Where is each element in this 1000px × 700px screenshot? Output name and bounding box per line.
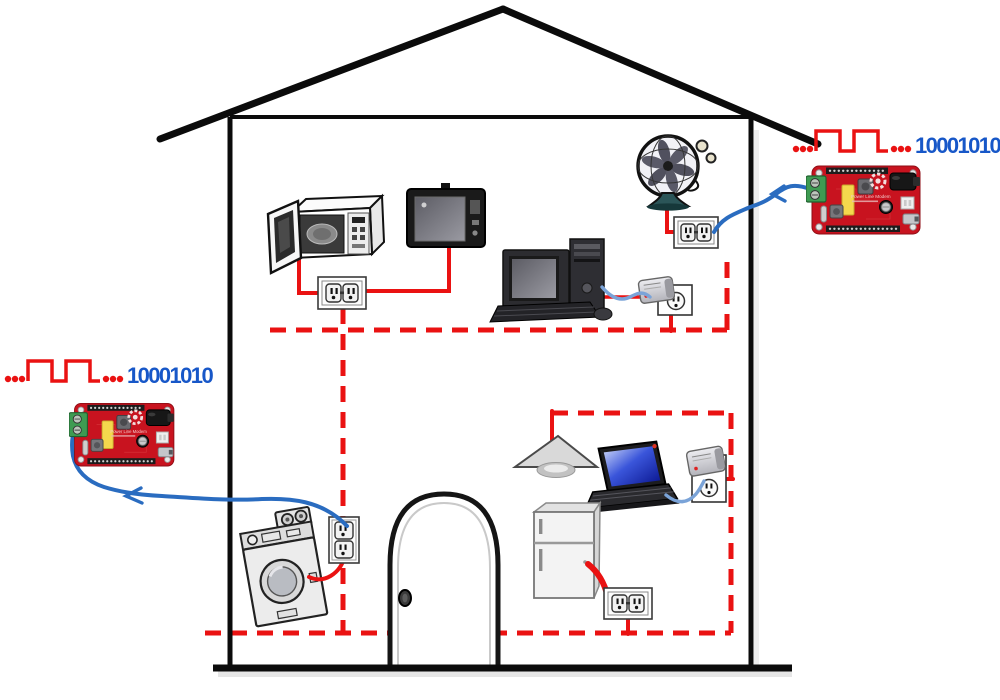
laptop-to-adapter-cable	[664, 479, 706, 504]
fan-cord	[665, 204, 675, 234]
data-cables	[69, 183, 812, 528]
roof-right	[499, 5, 822, 148]
plc-modem-board-left	[69, 402, 176, 468]
roof-left	[156, 5, 507, 143]
desk-fan-icon	[636, 134, 717, 211]
signal-dots-icon	[792, 145, 912, 153]
refrigerator-icon	[531, 500, 602, 599]
wall-outlet-icon	[603, 587, 653, 620]
desktop-computer-icon	[489, 238, 613, 323]
cable-arrow-icon	[122, 486, 144, 505]
powerline-adapter-icon	[685, 445, 726, 477]
wall-outlet-icon	[673, 216, 719, 249]
modem-to-fan-outlet-cable	[712, 183, 812, 234]
house-outline-icon	[156, 5, 822, 677]
mouse-icon	[593, 307, 613, 321]
signal-bits-label: 10001010	[127, 363, 213, 388]
wall-outlet-icon	[328, 516, 360, 564]
power-cords	[297, 204, 735, 636]
washing-machine-icon	[239, 506, 329, 628]
fridge-handle-icon	[539, 519, 543, 534]
signal-waveform-icon	[26, 359, 100, 383]
signal-left: 10001010	[4, 359, 215, 388]
computer-to-adapter-cable	[600, 285, 652, 301]
cable-arrow-icon	[768, 184, 787, 203]
signal-bits-label: 10001010	[915, 133, 1000, 158]
wall-outlet-icon	[317, 276, 367, 310]
microwave-cord	[297, 245, 319, 295]
powerline-adapter-icon	[637, 276, 676, 304]
outlets	[317, 216, 727, 620]
microwave-icon	[266, 193, 386, 275]
fridge-handle-icon	[539, 549, 543, 571]
plc-modem-board-right	[806, 164, 922, 236]
tv-icon	[406, 183, 486, 248]
signal-right: 10001010	[792, 129, 1000, 158]
signal-dots-icon	[4, 375, 124, 383]
appliances	[239, 134, 717, 628]
tv-cord	[364, 246, 451, 293]
ceiling-lamp-icon	[511, 434, 600, 478]
laptop-icon	[583, 440, 680, 514]
door-icon	[387, 491, 501, 671]
washer-outlet-to-modem-cable	[69, 426, 349, 528]
signal-waveform-icon	[814, 129, 888, 153]
